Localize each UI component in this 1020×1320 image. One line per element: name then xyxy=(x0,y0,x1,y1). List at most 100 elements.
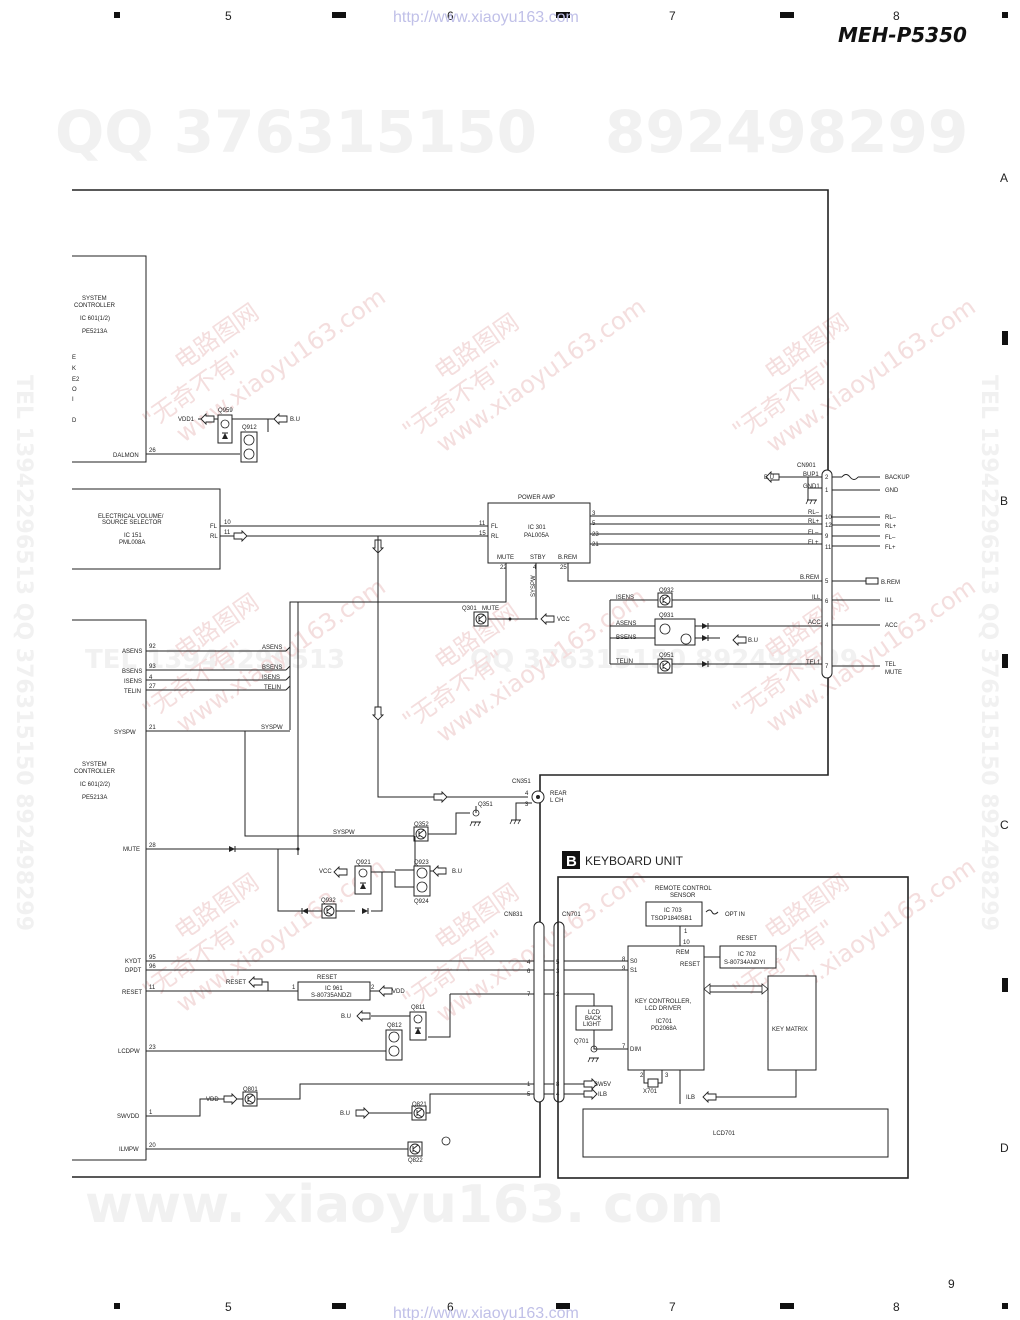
signals-brem-label: B.REM xyxy=(800,575,819,581)
pins-p3-label: 3 xyxy=(525,802,529,808)
blocks-keyctl-0-label: KEY CONTROLLER, xyxy=(635,999,692,1005)
transistors-q924-label: Q924 xyxy=(414,899,429,905)
header-col-5-label: 5 xyxy=(225,1300,232,1314)
q959-q912-circuit: VDD1 Q959 Q912 B.U xyxy=(146,408,300,463)
keyboard-unit-header: B KEYBOARD UNIT xyxy=(562,851,684,870)
audio-out-line xyxy=(377,536,528,798)
connectors-outputs-0-label: BACKUP xyxy=(885,475,910,481)
connectors-outputs-4-label: FL– xyxy=(885,535,896,541)
pins-p9-label: 9 xyxy=(622,966,626,972)
blocks-poweramp-1-label: PAL005A xyxy=(524,533,549,539)
watermark-qq-right: 892498299 xyxy=(605,98,968,166)
signals-rl-m-label: RL– xyxy=(808,510,820,516)
pins-p5-label: 5 xyxy=(527,1092,531,1098)
syspw-vertical-label: SYSPW xyxy=(531,575,537,597)
transistors-q352-label: Q352 xyxy=(414,822,429,828)
header-col-8-label: 8 xyxy=(893,1300,900,1314)
blocks-evol-0-label: ELECTRICAL VOLUME/ xyxy=(98,514,164,520)
signals-syspw-label: SYSPW xyxy=(114,730,136,736)
signals-vdd-label: VDD xyxy=(392,989,405,995)
signals-bup1-label: BUP1 xyxy=(803,472,819,478)
row-c: C xyxy=(1000,818,1009,832)
watermark-qq-left: QQ 376315150 xyxy=(55,98,537,166)
signals-telin-label: TELIN xyxy=(616,659,633,665)
transistors-q932a-label: Q932 xyxy=(659,588,674,594)
pins-p7-label: 7 xyxy=(527,992,531,998)
connectors-outputs-3-label: RL+ xyxy=(885,524,897,530)
connectors-cn351-label: CN351 xyxy=(512,779,531,785)
blocks-rcs-1-label: SENSOR xyxy=(670,893,696,899)
signals-bu-label: B.U xyxy=(748,638,758,644)
ic961-reset: RESET RESET IC 961 S-80735ANDZI 1 2 VDD xyxy=(146,975,405,1001)
pins-p1-label: 1 xyxy=(527,1082,531,1088)
blocks-poweramp-title-label: POWER AMP xyxy=(518,495,555,501)
watermark-side-right: TEL 13942296513 QQ 376315150 892498299 xyxy=(976,375,1001,931)
column-8: 8 xyxy=(893,9,900,23)
blocks-lcd-backlight-1-label: BACK xyxy=(585,1016,601,1022)
pins-p96-label: 96 xyxy=(149,964,156,970)
pins-p2-label: 2 xyxy=(825,475,829,481)
pins-p1-label: 1 xyxy=(825,488,829,494)
column-7: 7 xyxy=(669,9,676,23)
pins-p10-label: 10 xyxy=(224,520,231,526)
crystal-x701: X701 xyxy=(643,1070,663,1095)
blocks-evol-3-label: PML008A xyxy=(119,540,145,546)
blocks-ic703-1-label: TSOP1840SB1 xyxy=(651,916,693,922)
blocks-sysctl1-pins-5-label: D xyxy=(72,418,77,424)
pins-p21-label: 21 xyxy=(592,542,599,548)
watermark-cn-group-2: "无奇不有" 电路图网 www.xiaoyu163.com xyxy=(397,292,650,458)
pins-p3-label: 3 xyxy=(665,1073,669,1079)
system-controller-2: SYSTEM CONTROLLER IC 601(2/2) PE5213A AS… xyxy=(72,619,156,1161)
blocks-poweramp-pins-fl-label: FL xyxy=(491,524,499,530)
pins-p4-label: 4 xyxy=(533,565,537,571)
signals-bu-label: B.U xyxy=(290,417,300,423)
blocks-sysctl1-3-label: PE5213A xyxy=(82,329,107,335)
transistors-q351-label: Q351 xyxy=(478,802,493,808)
signals-asens-label: ASENS xyxy=(122,649,142,655)
watermark-side-left: TEL 13942296513 QQ 376315150 892498299 xyxy=(11,375,36,931)
blocks-sysctl1-2-label: IC 601(1/2) xyxy=(80,316,110,322)
watermark-cn-group-3: "无奇不有" 电路图网 www.xiaoyu163.com xyxy=(727,292,980,458)
blocks-ic961-0-label: RESET xyxy=(226,980,246,986)
signals-isens-label: ISENS xyxy=(616,595,634,601)
q821-q822-circuit: B.U Q821 Q822 xyxy=(146,1093,536,1164)
signals-reset-label: RESET xyxy=(122,990,142,996)
brem-line xyxy=(567,563,822,582)
signals-swvdd-label: SWVDD xyxy=(117,1114,140,1120)
signals-bu-label: B.U xyxy=(341,1014,351,1020)
pins-p25-label: 25 xyxy=(560,565,567,571)
connectors-outputs-1-label: GND xyxy=(885,488,899,494)
power-amp-block: POWER AMP IC 301 PAL005A FL RL 11 15 MUT… xyxy=(479,495,599,571)
model-title: MEH-P5350 xyxy=(838,23,967,47)
blocks-lcd701-label: LCD701 xyxy=(713,1131,736,1137)
q811-q812-circuit: B.U Q811 Q812 xyxy=(146,1005,427,1061)
watermark-cn-group-4: "无奇不有" 电路图网 www.xiaoyu163.com xyxy=(137,572,390,738)
signals-isens-label: ISENS xyxy=(124,679,142,685)
transistors-q811-label: Q811 xyxy=(411,1005,426,1011)
pins-p10-label: 10 xyxy=(825,515,832,521)
reset-ic702: RESET IC 702 S-80734ANDYI xyxy=(704,936,777,969)
bottom-url: http://www.xiaoyu163.com xyxy=(393,1305,579,1320)
pins-p28-label: 28 xyxy=(149,843,156,849)
fl-rl-lines xyxy=(220,525,488,537)
top-ruler: 5 6 7 8 xyxy=(114,9,1008,23)
signals-ilb-label: ILB xyxy=(598,1092,607,1098)
signals-ilb-label: ILB xyxy=(686,1095,695,1101)
header-col-7-label: 7 xyxy=(669,1300,676,1314)
transistors-q801-label: Q801 xyxy=(243,1087,258,1093)
pins-p11-label: 11 xyxy=(224,530,231,536)
cn-bridge-lines xyxy=(544,960,554,1095)
blocks-ic702-1-label: S-80734ANDYI xyxy=(724,960,765,966)
connectors-cn831-label: CN831 xyxy=(504,912,523,918)
connectors-cn901-label: CN901 xyxy=(797,463,816,469)
transistors-q932b-label: Q932 xyxy=(321,898,336,904)
blocks-sysctl1-pins-2-label: E2 xyxy=(72,377,80,383)
pins-p7-label: 7 xyxy=(825,664,829,670)
key-matrix: KEY MATRIX xyxy=(703,975,817,1071)
signals-tel1-label: TEL1 xyxy=(806,660,821,666)
pins-p3-label: 3 xyxy=(592,511,596,517)
connectors-outputs-2-label: RL– xyxy=(885,515,897,521)
blocks-poweramp-pins-mute-label: MUTE xyxy=(497,555,514,561)
blocks-lcd-backlight-0-label: LCD xyxy=(588,1010,601,1016)
blocks-rcs-0-label: REMOTE CONTROL xyxy=(655,886,712,892)
